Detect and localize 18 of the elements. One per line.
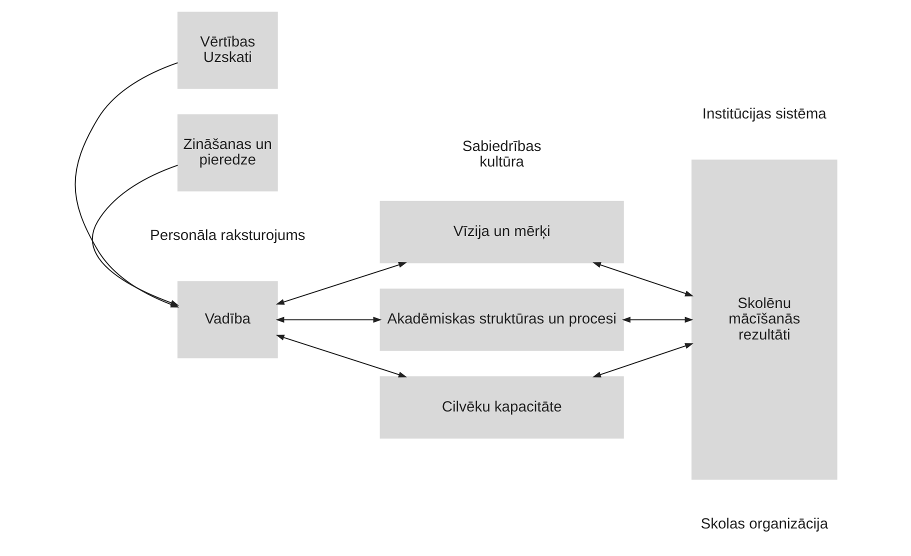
arrow bbox=[275, 334, 407, 378]
arrow bbox=[592, 343, 694, 378]
node-box: Cilvēku kapacitāte bbox=[379, 376, 624, 439]
node-box: Vadība bbox=[176, 281, 278, 358]
arrow bbox=[275, 316, 382, 323]
node-box: Zināšanas un pieredze bbox=[176, 114, 278, 192]
arrow bbox=[275, 262, 407, 305]
label: Institūcijas sistēma bbox=[702, 106, 826, 123]
label: Skolas organizācija bbox=[700, 516, 828, 533]
arrow bbox=[621, 316, 693, 323]
node-box: Skolēnu mācīšanās rezultāti bbox=[691, 160, 837, 480]
node-box: Vērtības Uzskati bbox=[176, 12, 278, 89]
arrow bbox=[592, 262, 694, 296]
label: Sabiedrības kultūra bbox=[462, 138, 541, 171]
node-box: Vīzija un mērķi bbox=[379, 200, 624, 264]
arrow bbox=[91, 164, 179, 306]
label: Personāla raksturojums bbox=[150, 228, 305, 244]
node-box: Akadēmiskas struktūras un procesi bbox=[379, 288, 624, 351]
